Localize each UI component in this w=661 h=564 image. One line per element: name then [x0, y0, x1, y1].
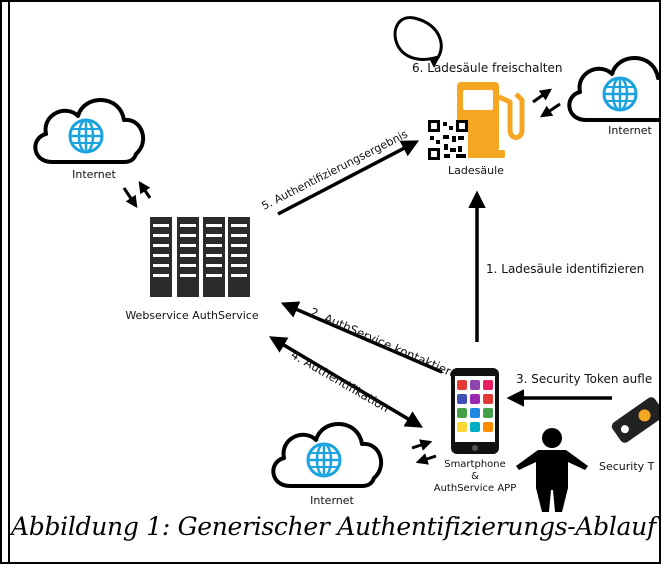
security-token-icon: [611, 397, 659, 443]
loop-arrowhead: [430, 56, 440, 68]
swap-arrows-right-icon: [532, 88, 561, 118]
phone-label-line2: &: [471, 471, 479, 482]
cloud-right: [567, 55, 659, 122]
step1-label: 1. Ladesäule identifizieren: [486, 262, 644, 276]
arrow-step4: [268, 336, 424, 428]
cloud-left-label: Internet: [72, 168, 116, 181]
cloud-right-label: Internet: [608, 124, 652, 137]
figure-caption: Abbildung 1: Generischer Authentifizieru…: [11, 512, 656, 541]
globe-icon: [68, 118, 104, 154]
swap-arrows-bottom-icon: [411, 439, 437, 465]
server-icon: [150, 217, 250, 297]
cloud-bottom: [271, 421, 384, 488]
frame-left-border: [8, 0, 10, 564]
qr-code-icon: [428, 120, 468, 160]
globe-icon: [306, 442, 342, 478]
step4-label: 4. Authentifikation: [289, 347, 392, 415]
token-label: Security T: [599, 460, 655, 473]
step3-label: 3. Security Token aufle: [516, 372, 652, 386]
server-label: Webservice AuthService: [125, 309, 259, 322]
smartphone-icon: [451, 368, 499, 454]
loop-step6: [393, 16, 443, 64]
globe-icon: [602, 76, 638, 112]
cloud-left: [33, 97, 146, 164]
station-label: Ladesäule: [448, 164, 504, 177]
arrow-step5: [277, 140, 420, 216]
cloud-bottom-label: Internet: [310, 494, 354, 507]
phone-label-line3: AuthService APP: [434, 483, 516, 494]
step5-label: 5. Authentifizierungsergebnis: [259, 127, 410, 212]
step6-label: 6. Ladesäule freischalten: [412, 61, 563, 75]
person-icon: [516, 428, 588, 512]
phone-label-line1: Smartphone: [444, 459, 506, 470]
swap-arrows-left-icon: [122, 181, 152, 208]
